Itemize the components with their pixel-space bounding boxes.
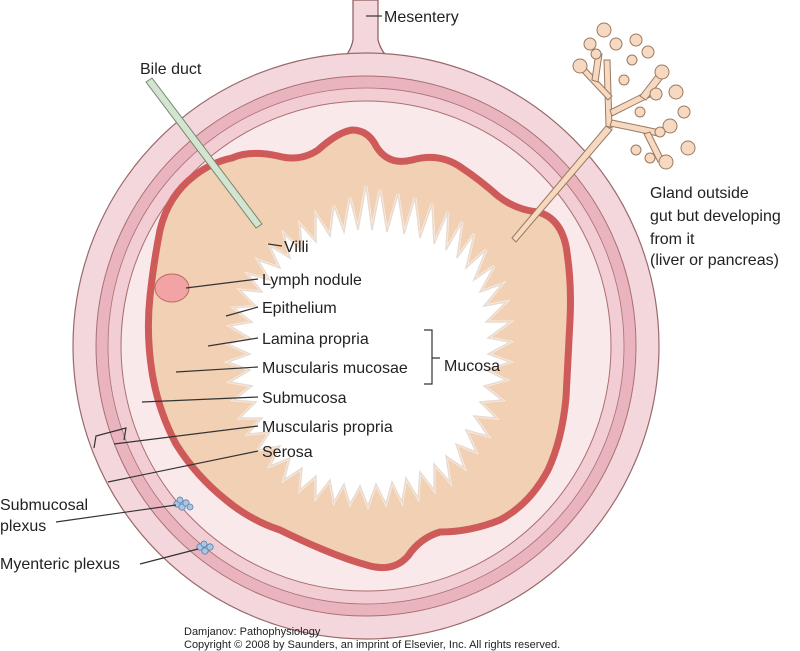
- label-serosa: Serosa: [262, 444, 313, 461]
- submucosa-leader: [141, 396, 259, 403]
- bile-duct: [145, 77, 263, 229]
- label-submucosa: Submucosa: [262, 390, 347, 407]
- credit-line2: Copyright © 2008 by Saunders, an imprint…: [184, 639, 560, 651]
- label-villi: Villi: [284, 239, 309, 256]
- label-lamina-propria: Lamina propria: [262, 331, 369, 348]
- lamina-propria-leader: [207, 337, 259, 347]
- mucosa-bracket: [424, 329, 440, 385]
- submucosal-plexus: [173, 496, 194, 511]
- label-mesentery: Mesentery: [384, 9, 459, 26]
- submucosal-plexus-leader: [55, 504, 177, 523]
- epithelium-leader: [225, 306, 259, 317]
- label-muscularis-mucosae: Muscularis mucosae: [262, 360, 408, 377]
- label-epithelium: Epithelium: [262, 300, 337, 317]
- label-muscularis-propria: Muscularis propria: [262, 419, 393, 436]
- muscularis-propria-leader: [93, 425, 259, 449]
- muscularis-mucosae-leader: [175, 366, 259, 373]
- label-bile-duct: Bile duct: [140, 61, 202, 78]
- epithelium-line: [223, 185, 515, 511]
- serosa-leader: [107, 450, 259, 483]
- label-submucosal-plexus-line2: plexus: [0, 518, 46, 535]
- myenteric-plexus: [196, 540, 214, 555]
- label-myenteric-plexus: Myenteric plexus: [0, 556, 120, 573]
- label-gland-line4: (liver or pancreas): [650, 252, 779, 269]
- label-gland-line1: Gland outside: [650, 185, 749, 202]
- villi-leader: [267, 243, 283, 247]
- label-mucosa: Mucosa: [444, 358, 500, 375]
- gland: [511, 22, 696, 243]
- myenteric-plexus-leader: [139, 548, 199, 565]
- label-lymph-nodule: Lymph nodule: [262, 272, 362, 289]
- credit-line1: Damjanov: Pathophysiology: [184, 626, 321, 638]
- lymph-nodule-leader: [185, 278, 259, 289]
- label-submucosal-plexus-line1: Submucosal: [0, 497, 88, 514]
- label-gland-line3: from it: [650, 231, 695, 248]
- label-gland-line2: gut but developing: [650, 208, 781, 225]
- lymph-nodule: [154, 273, 190, 303]
